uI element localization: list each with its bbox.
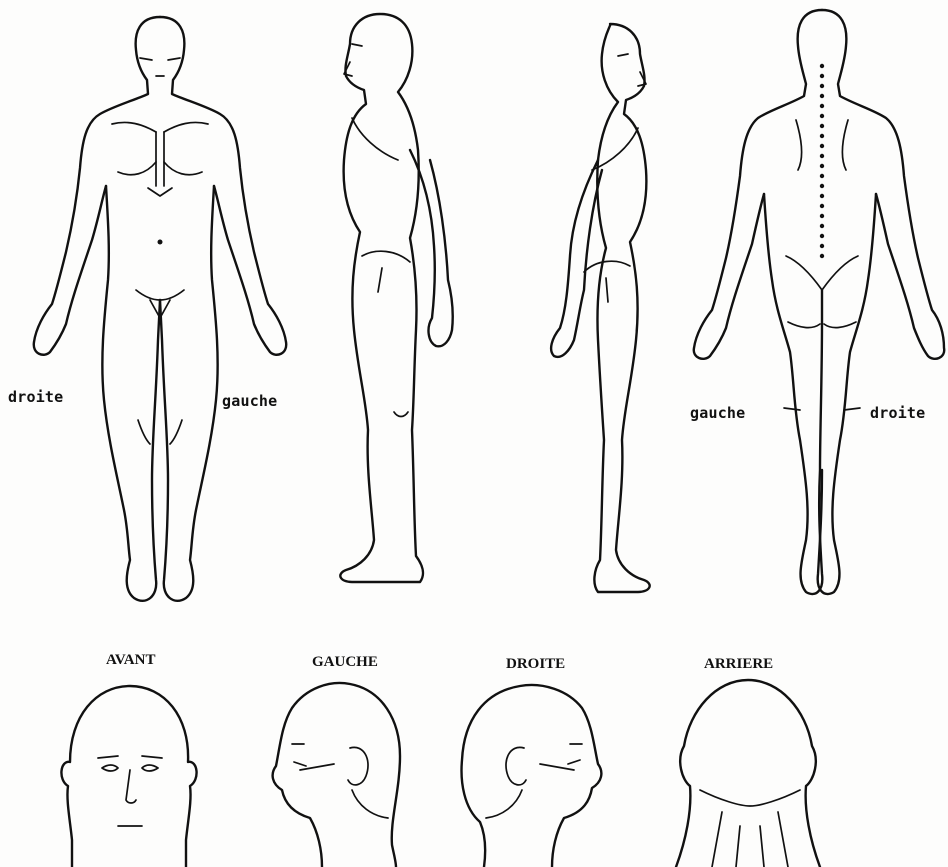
head-right-label: DROITE xyxy=(506,656,565,673)
back-left-label: gauche xyxy=(690,404,745,422)
body-right-side-figure xyxy=(340,14,452,582)
front-right-label: droite xyxy=(8,388,63,406)
head-left-label: GAUCHE xyxy=(312,654,378,671)
head-right-figure xyxy=(462,685,602,867)
body-back-figure xyxy=(694,10,944,594)
head-back-label: ARRIERE xyxy=(704,656,773,673)
head-back-figure xyxy=(676,680,820,867)
body-front-figure xyxy=(34,17,286,601)
head-front-figure xyxy=(61,686,196,867)
body-left-side-figure xyxy=(551,24,650,592)
spine-dots xyxy=(820,64,824,258)
head-left-figure xyxy=(273,683,400,867)
front-left-label: gauche xyxy=(222,392,277,410)
back-right-label: droite xyxy=(870,404,925,422)
head-front-label: AVANT xyxy=(106,652,155,669)
